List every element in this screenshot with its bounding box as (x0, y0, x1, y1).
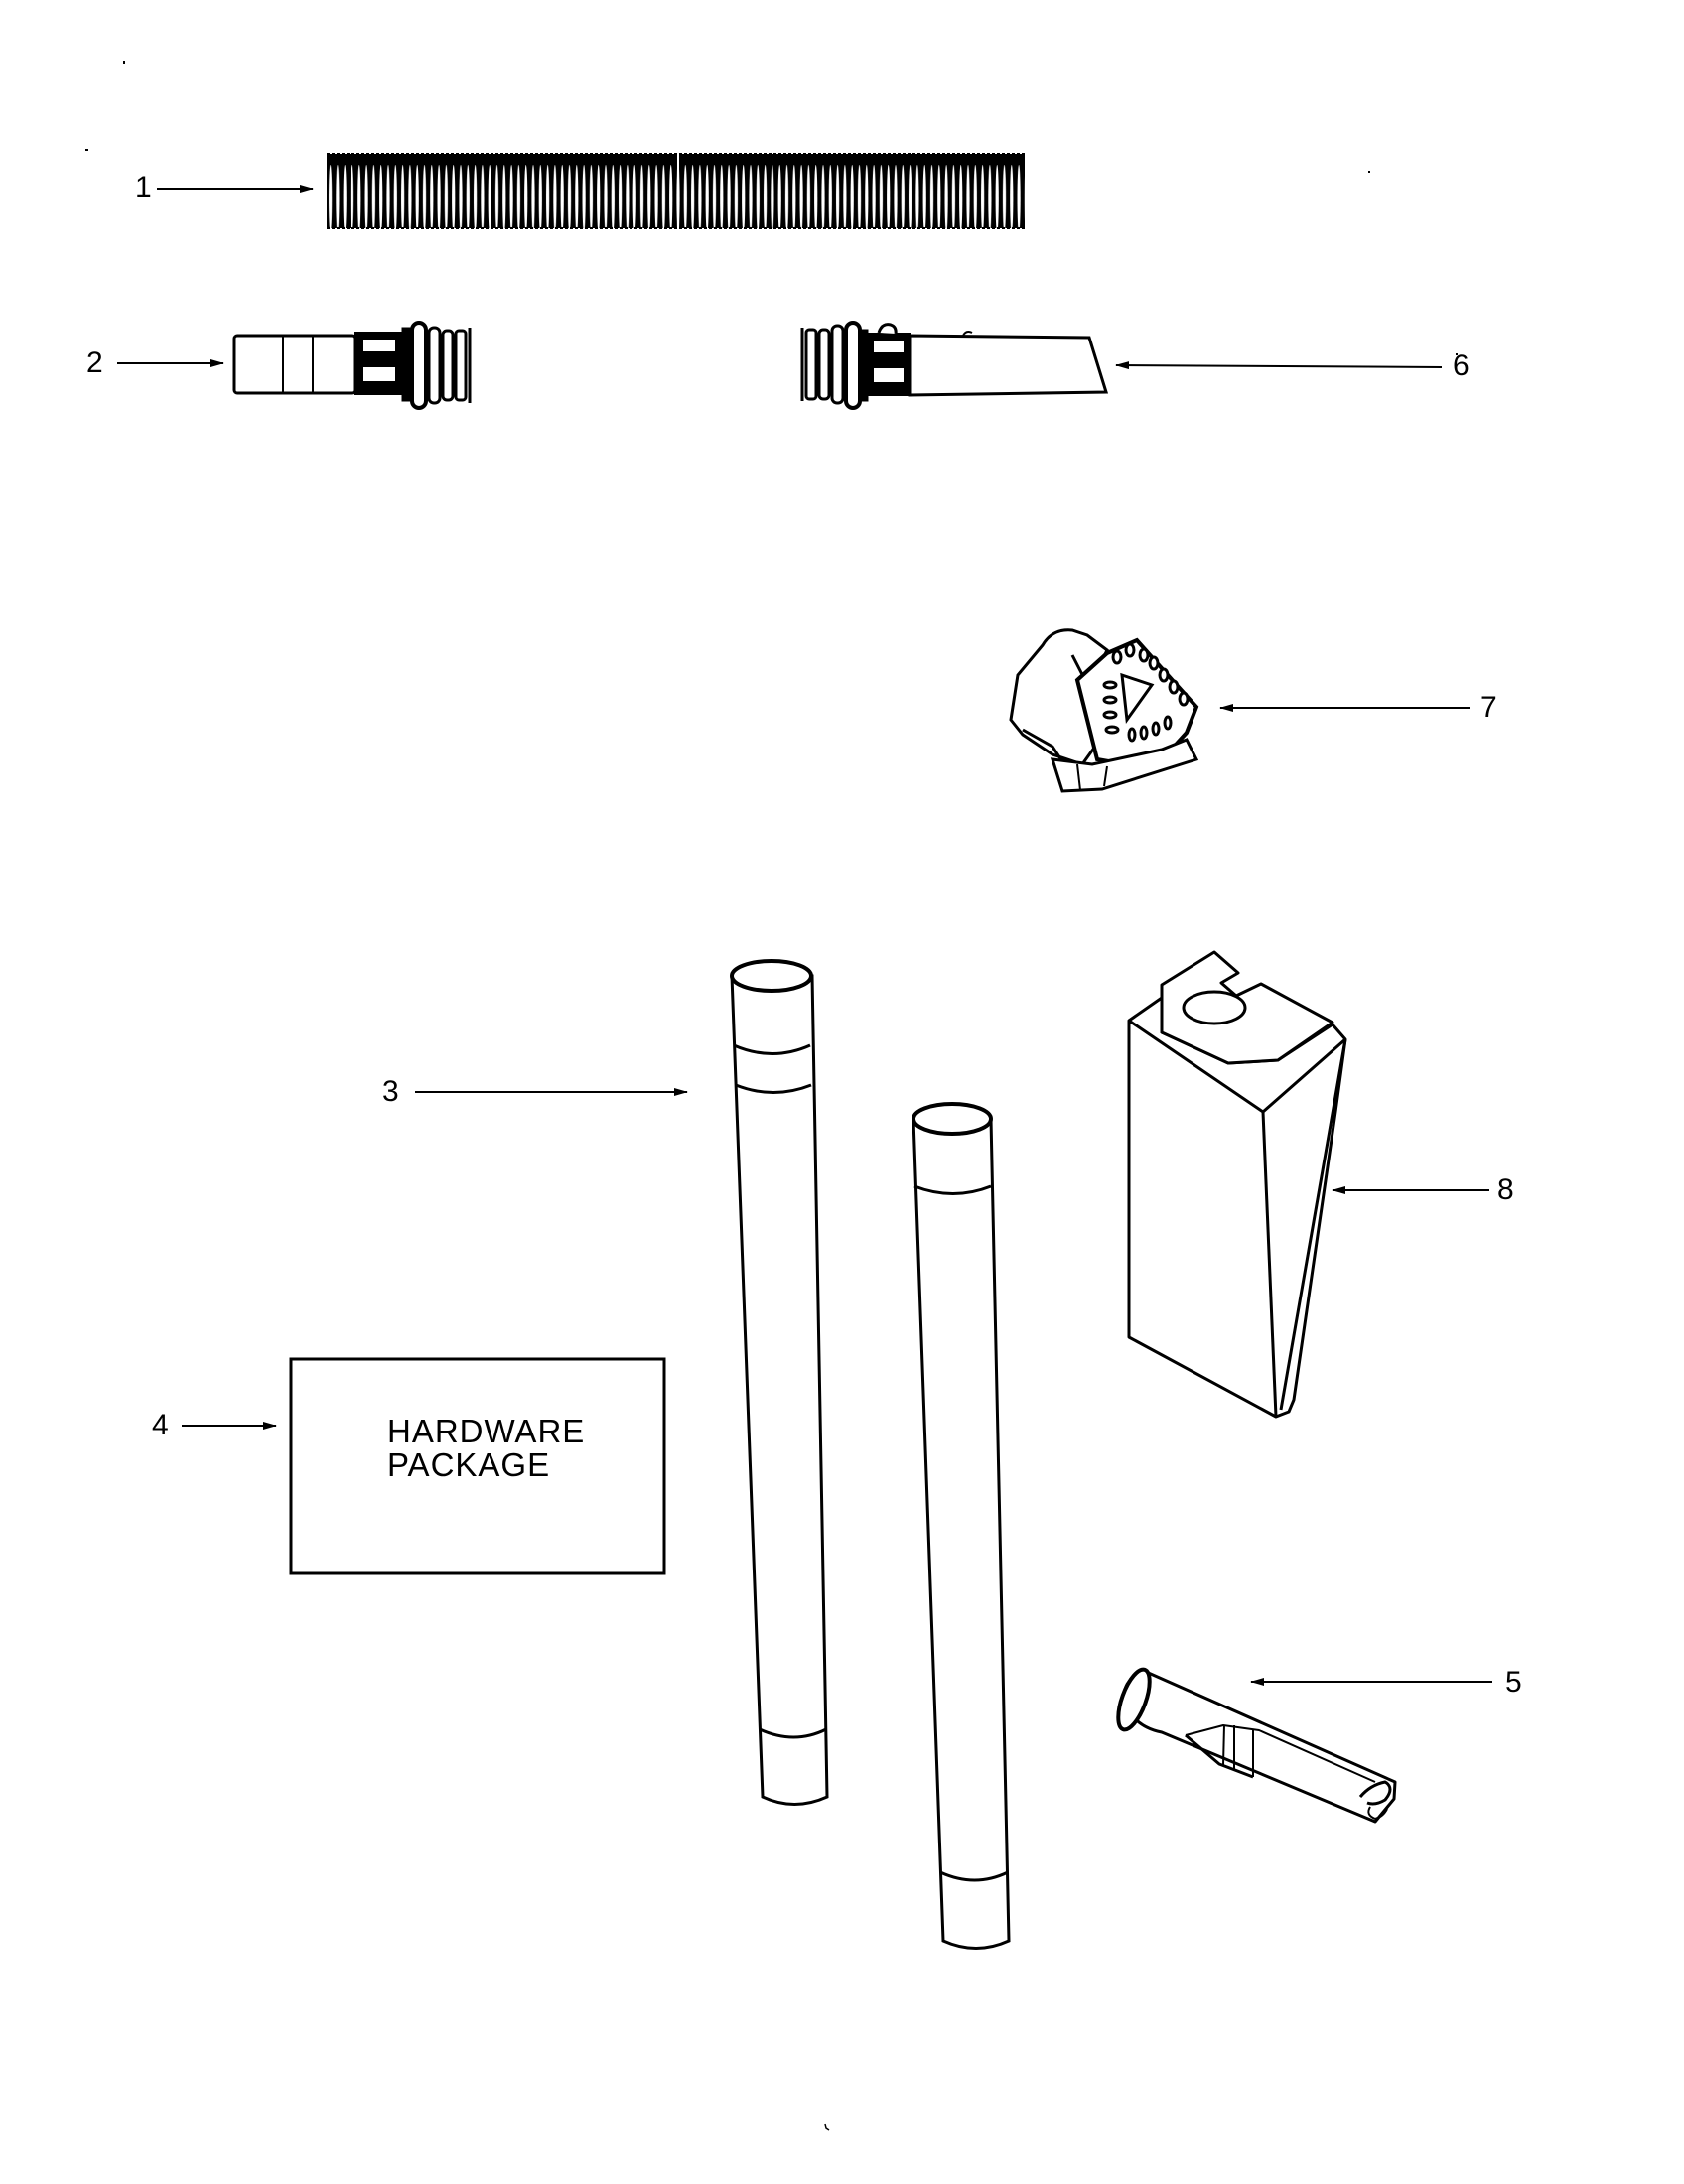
callout-label-1: 1 (135, 171, 152, 204)
scan-specks (85, 61, 1458, 2131)
callout-label-5: 5 (1505, 1666, 1522, 1699)
part-2-connector (232, 321, 472, 410)
part-5-crevice-tool (1116, 1667, 1397, 1824)
hardware-box-line-2: PACKAGE (387, 1446, 551, 1483)
callout-label-2: 2 (86, 346, 103, 379)
callout-label-8: 8 (1497, 1173, 1514, 1206)
part-3-wand-b (912, 1102, 1011, 1950)
part-3-wand-a (730, 959, 829, 1806)
callout-label-7: 7 (1480, 691, 1497, 724)
hardware-box-line-1: HARDWARE (387, 1413, 586, 1449)
callout-label-6: 6 (1453, 349, 1470, 382)
part-1-hose (327, 153, 1025, 229)
part-8-bag (1127, 950, 1347, 1419)
part-6-nozzle (800, 321, 1109, 410)
callout-label-4: 4 (152, 1409, 169, 1441)
part-7-brush (1009, 628, 1199, 793)
part-4-hardware-box (289, 1357, 666, 1575)
callout-arrow-6 (1115, 361, 1443, 370)
callout-label-3: 3 (382, 1075, 399, 1108)
